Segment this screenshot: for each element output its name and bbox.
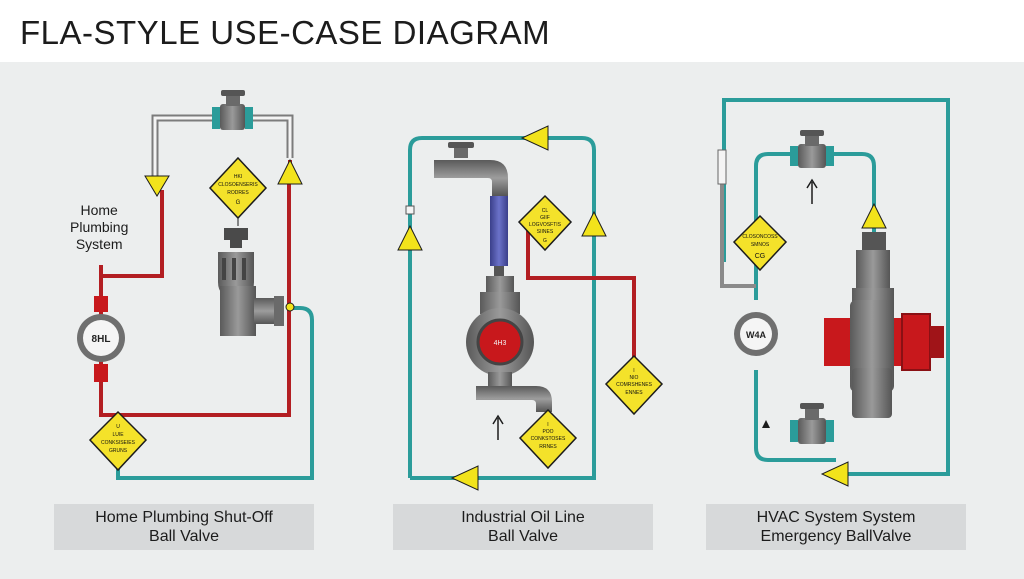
home-plumbing-label: Home Plumbing System	[70, 202, 129, 252]
svg-text:CL: CL	[542, 208, 549, 214]
caption-hvac: HVAC System System Emergency BallValve	[706, 504, 966, 550]
flow-arrow-industrial-4	[450, 465, 479, 491]
svg-text:I: I	[547, 422, 548, 428]
teal-pipe-industrial	[408, 136, 596, 480]
gauge-home-text: 8HL	[92, 334, 111, 345]
svg-text:SMNOS: SMNOS	[751, 242, 770, 248]
svg-text:POO: POO	[542, 429, 553, 435]
ball-valve-home	[218, 228, 284, 336]
faucet-industrial	[434, 142, 508, 196]
gray-pipe-hvac	[720, 152, 756, 288]
panel-hvac: W4A CLOSONCOSS SMNOS CG	[717, 98, 950, 487]
caption-home: Home Plumbing Shut-Off Ball Valve	[54, 504, 314, 550]
panel-home: 8HL HKI CLOSOENSERIS RODRES G U LUIE	[77, 90, 314, 480]
panel-industrial: 4H3 CL GIIF LOGVOSFTIS SIINES G I NIO CO…	[397, 125, 664, 491]
ball-valve-industrial: 4H3	[466, 276, 552, 412]
svg-text:CG: CG	[755, 253, 766, 260]
flow-arrow-industrial-3	[581, 210, 607, 237]
svg-text:COMRSHENES: COMRSHENES	[616, 382, 653, 388]
warning-sign-hvac: CLOSONCOSS SMNOS CG	[732, 214, 788, 272]
flow-arrow-industrial-1	[397, 224, 423, 251]
svg-text:SIINES: SIINES	[537, 229, 554, 235]
warning-sign-home-top: HKI CLOSOENSERIS RODRES G	[208, 156, 268, 220]
warning-sign-industrial-bottom: I POO CONKSTOSES RRNES	[518, 408, 578, 470]
gauge-hvac: W4A	[734, 312, 778, 356]
svg-text:G: G	[543, 238, 547, 244]
flow-arrow-home-1	[144, 175, 170, 197]
gauge-industrial-text: 4H3	[494, 340, 507, 347]
bottom-valve-hvac	[790, 403, 834, 444]
svg-text:GRUNS: GRUNS	[109, 448, 128, 454]
page-title: FLA-STYLE USE-CASE DIAGRAM	[20, 14, 551, 51]
svg-text:GIIF: GIIF	[540, 215, 550, 221]
flow-arrow-hvac-2	[820, 461, 849, 487]
flow-arrow-industrial-2	[520, 125, 549, 151]
svg-text:U: U	[116, 424, 120, 430]
svg-text:CLOSOENSERIS: CLOSOENSERIS	[218, 182, 258, 188]
red-pipe-industrial	[526, 222, 636, 398]
flow-arrow-home-2	[277, 158, 303, 185]
ball-valve-hvac	[824, 232, 944, 418]
svg-text:LUIE: LUIE	[112, 432, 124, 438]
gauge-hvac-text: W4A	[746, 330, 767, 340]
svg-text:CLOSONCOSS: CLOSONCOSS	[742, 234, 778, 240]
svg-text:G: G	[236, 200, 241, 206]
svg-text:RRNES: RRNES	[539, 444, 557, 450]
svg-text:ENNES: ENNES	[625, 390, 643, 396]
title-bar: FLA-STYLE USE-CASE DIAGRAM	[0, 0, 1024, 62]
svg-text:NIO: NIO	[630, 375, 639, 381]
svg-text:HKI: HKI	[234, 174, 242, 180]
svg-text:I: I	[633, 368, 634, 374]
svg-text:LOGVOSFTIS: LOGVOSFTIS	[529, 222, 562, 228]
gauge-home: 8HL	[77, 296, 125, 382]
caption-industrial: Industrial Oil Line Ball Valve	[393, 504, 653, 550]
use-case-diagram: 8HL HKI CLOSOENSERIS RODRES G U LUIE	[77, 90, 950, 491]
flow-arrow-hvac-1	[861, 202, 887, 229]
warning-sign-industrial-right: I NIO COMRSHENES ENNES	[604, 354, 664, 416]
warning-sign-industrial-top: CL GIIF LOGVOSFTIS SIINES G	[517, 194, 573, 252]
top-valve-home	[212, 90, 253, 130]
teal-pipe-home	[116, 306, 314, 480]
warning-sign-home-bottom: U LUIE CONKSISEIES GRUNS	[88, 410, 148, 472]
svg-text:RODRES: RODRES	[227, 190, 249, 196]
svg-text:CONKSISEIES: CONKSISEIES	[101, 440, 136, 446]
svg-text:CONKSTOSES: CONKSTOSES	[531, 436, 566, 442]
top-valve-hvac	[790, 130, 834, 168]
